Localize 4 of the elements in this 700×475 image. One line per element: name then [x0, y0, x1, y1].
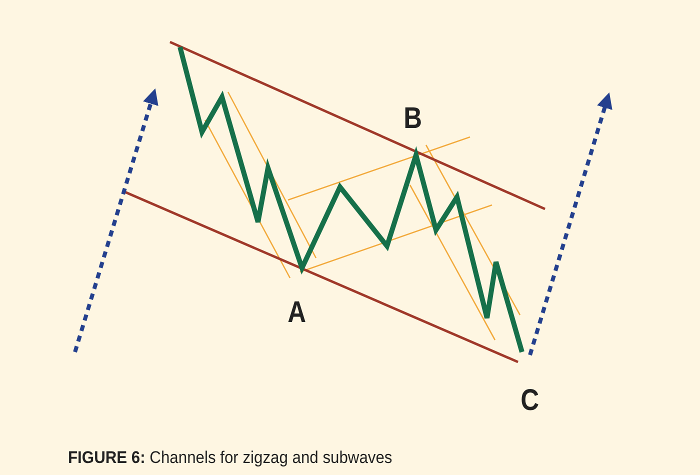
point-label: B	[404, 102, 422, 136]
point-label: C	[520, 384, 540, 418]
figure-caption: FIGURE 6: Channels for zigzag and subwaves	[68, 448, 392, 468]
point-label: A	[288, 296, 306, 330]
